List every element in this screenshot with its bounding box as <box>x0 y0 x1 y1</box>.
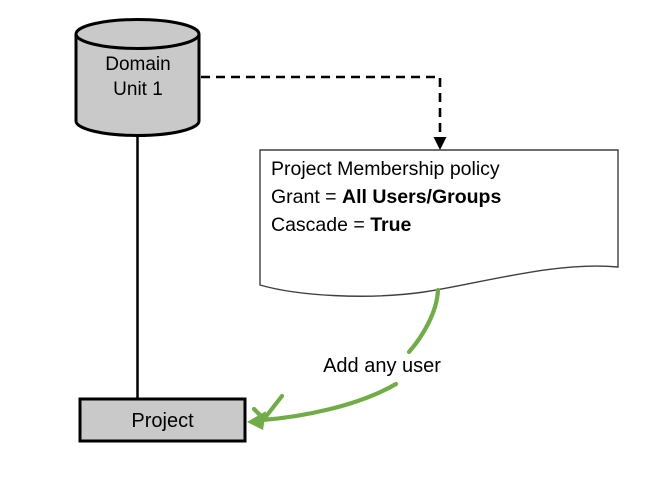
policy-note-shape <box>259 149 619 297</box>
domain-unit-label-line1: Domain <box>105 54 171 75</box>
policy-note-text: Project Membership policy Grant = All Us… <box>271 155 501 239</box>
grant-value: All Users/Groups <box>342 186 502 208</box>
grant-label: Grant = <box>271 186 342 208</box>
project-box-shape <box>78 397 247 443</box>
green-arrow-lower-segment <box>259 381 399 423</box>
domain-unit-cylinder-top <box>74 18 201 50</box>
arrowhead-down-icon <box>433 137 447 150</box>
project-box-label: Project <box>131 410 194 432</box>
green-arrow-upper-segment <box>406 287 441 355</box>
green-arrow-label: Add any user <box>323 355 441 377</box>
dashed-policy-connector <box>201 75 442 140</box>
checkmark-icon <box>251 393 285 423</box>
cascade-label: Cascade = <box>271 214 371 236</box>
domain-unit-cylinder-body <box>74 34 201 137</box>
cascade-value: True <box>370 214 412 236</box>
policy-note-grant-line: Grant = All Users/Groups <box>271 183 501 211</box>
domain-unit-label: Domain Unit 1 <box>76 52 200 102</box>
policy-note-title: Project Membership policy <box>271 158 500 180</box>
domain-unit-label-line2: Unit 1 <box>113 79 163 101</box>
policy-note-cascade-line: Cascade = True <box>271 211 501 239</box>
